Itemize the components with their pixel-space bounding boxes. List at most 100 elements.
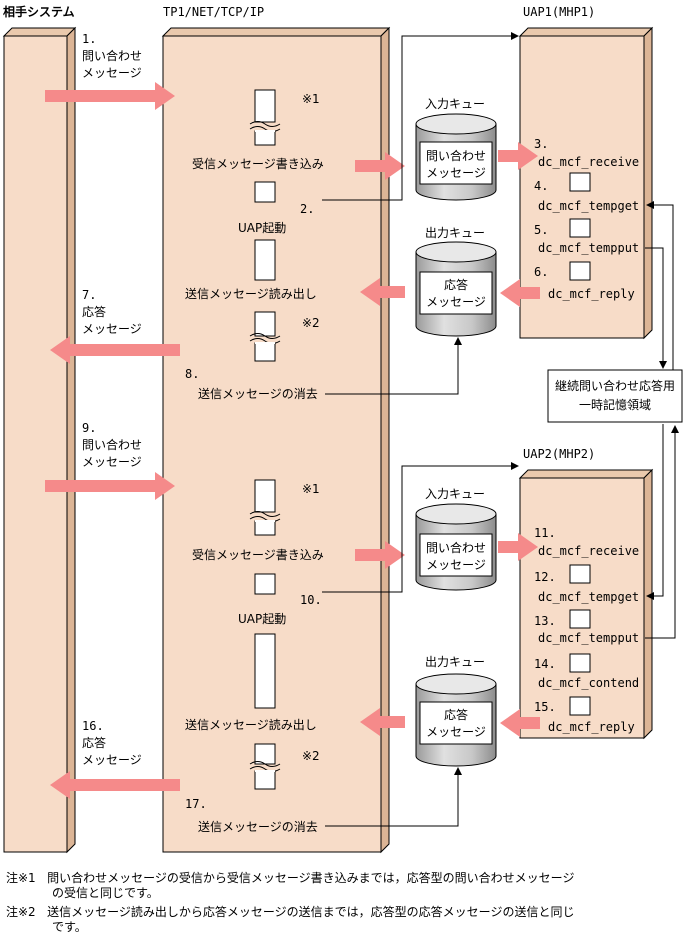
step-1-label-line2: メッセージ [82,66,142,80]
footnote-1-text: 問い合わせメッセージの受信から受信メッセージ書き込みまでは，応答型の問い合わせメ… [47,871,575,885]
delete-label-1: 送信メッセージの消去 [198,386,318,401]
send-read-label-1: 送信メッセージ読み出し [185,286,317,301]
receive-write-label-1: 受信メッセージ書き込み [192,157,324,171]
step-7-label-line2: メッセージ [82,322,142,336]
input-queue-2 [415,503,497,591]
call-13-tempput: dc_mcf_tempput [538,631,639,645]
footnote-2-line2: です。 [52,920,87,934]
footnote-2-line1: 注※2 送信メッセージ読み出しから応答メッセージの送信までは，応答型の応答メッセ… [6,905,574,920]
tp1-title: TP1/NET/TCP/IP [163,5,264,19]
delete-connector-1 [325,337,462,395]
output-queue-1-msg-line2: メッセージ [426,295,486,309]
footnote-1-mark: 注※1 [6,871,36,885]
uap-start-label-2: UAP起動 [238,612,286,626]
input-queue-title-2: 入力キュー [425,487,485,501]
input-queue-1-msg-line2: メッセージ [426,166,486,180]
footnote-2-mark: 注※2 [6,905,36,919]
output-queue-1 [415,241,497,337]
call-4-box [569,172,591,192]
output-queue-title-2: 出力キュー [425,655,485,669]
step-13-number: 13. [534,614,556,628]
call-14-contend: dc_mcf_contend [538,676,639,690]
temp-storage-line2: 一時記憶領域 [579,397,651,412]
step-5-number: 5. [534,223,548,237]
step-4-number: 4. [534,179,548,193]
uap2-start-connector [322,462,519,593]
step-7-label-line1: 応答 [82,304,106,319]
call-12-box [569,564,591,584]
tp1-column [161,26,391,854]
inquiry-arrow-1 [45,82,175,110]
send-read-label-2: 送信メッセージ読み出し [185,717,317,732]
uap1-title: UAP1(MHP1) [523,5,595,19]
step-17-number: 17. [185,797,207,811]
step-6-number: 6. [534,265,548,279]
uap1-tempput-connector [645,247,667,369]
step-1-label-line1: 問い合わせ [82,48,142,63]
call-11-receive: dc_mcf_receive [538,544,639,558]
process-box-1c [254,239,276,281]
delete-label-2: 送信メッセージの消去 [198,819,318,834]
note-mark-2b: ※2 [302,749,320,763]
call-6-box [569,261,591,281]
process-segment-2a [249,479,281,536]
output-queue-1-msg-line1: 応答 [444,277,468,292]
step-8-number: 8. [185,367,199,381]
step-16-label-line2: メッセージ [82,753,142,767]
response-arrow-1 [50,336,180,364]
output-queue-2-msg-line1: 応答 [444,707,468,722]
partner-system-title: 相手システム [3,4,75,19]
output-queue-title-1: 出力キュー [425,226,485,240]
uap-start-label-1: UAP起動 [238,221,286,235]
write-input-arrow-2 [355,541,405,569]
input-queue-2-msg-line1: 問い合わせ [426,540,486,555]
process-segment-2d [249,743,281,790]
uap2-column [518,468,654,740]
process-segment-1a [249,89,281,146]
write-input-arrow-1 [355,152,405,180]
output-queue-2 [415,673,497,767]
call-15-box [569,696,591,716]
receive-arrow-2 [498,533,538,561]
note-mark-1b: ※2 [302,316,320,330]
reply-arrow-1 [500,279,540,307]
uap2-tempget-connector [646,424,664,600]
call-6-reply: dc_mcf_reply [548,287,635,301]
receive-arrow-1 [498,142,538,170]
uap1-start-connector [322,32,519,201]
partner-system-column [2,26,77,854]
process-box-1b [254,181,276,203]
step-9-label-line2: メッセージ [82,455,142,469]
step-16-number: 16. [82,719,104,733]
step-7-number: 7. [82,288,96,302]
response-arrow-2 [50,771,180,799]
temp-storage-box [547,369,683,423]
input-queue-1-msg-line1: 問い合わせ [426,148,486,163]
footnote-1-line1: 注※1 問い合わせメッセージの受信から受信メッセージ書き込みまでは，応答型の問い… [6,871,574,886]
call-13-box [569,609,591,629]
call-5-box [569,218,591,238]
step-9-number: 9. [82,421,96,435]
step-14-number: 14. [534,657,556,671]
step-1-number: 1. [82,32,96,46]
call-5-tempput: dc_mcf_tempput [538,241,639,255]
step-11-number: 11. [534,526,556,540]
uap1-tempget-connector [646,201,674,370]
step-2-number: 2. [300,202,314,216]
note-mark-2a: ※1 [302,482,320,496]
reply-arrow-2 [500,709,540,737]
note-mark-1a: ※1 [302,92,320,106]
step-16-label-line1: 応答 [82,735,106,750]
uap2-tempput-connector [645,425,679,639]
delete-connector-2 [325,767,462,827]
uap2-title: UAP2(MHP2) [523,447,595,461]
read-output-arrow-1 [360,278,405,306]
process-box-2b [254,573,276,595]
step-10-number: 10. [300,593,322,607]
footnote-1-line2: の受信と同じです。 [52,886,159,900]
output-queue-2-msg-line2: メッセージ [426,725,486,739]
call-15-reply: dc_mcf_reply [548,720,635,734]
input-queue-title-1: 入力キュー [425,97,485,111]
inquiry-arrow-2 [45,472,175,500]
footnote-2-text: 送信メッセージ読み出しから応答メッセージの送信までは，応答型の応答メッセージの送… [47,905,575,919]
